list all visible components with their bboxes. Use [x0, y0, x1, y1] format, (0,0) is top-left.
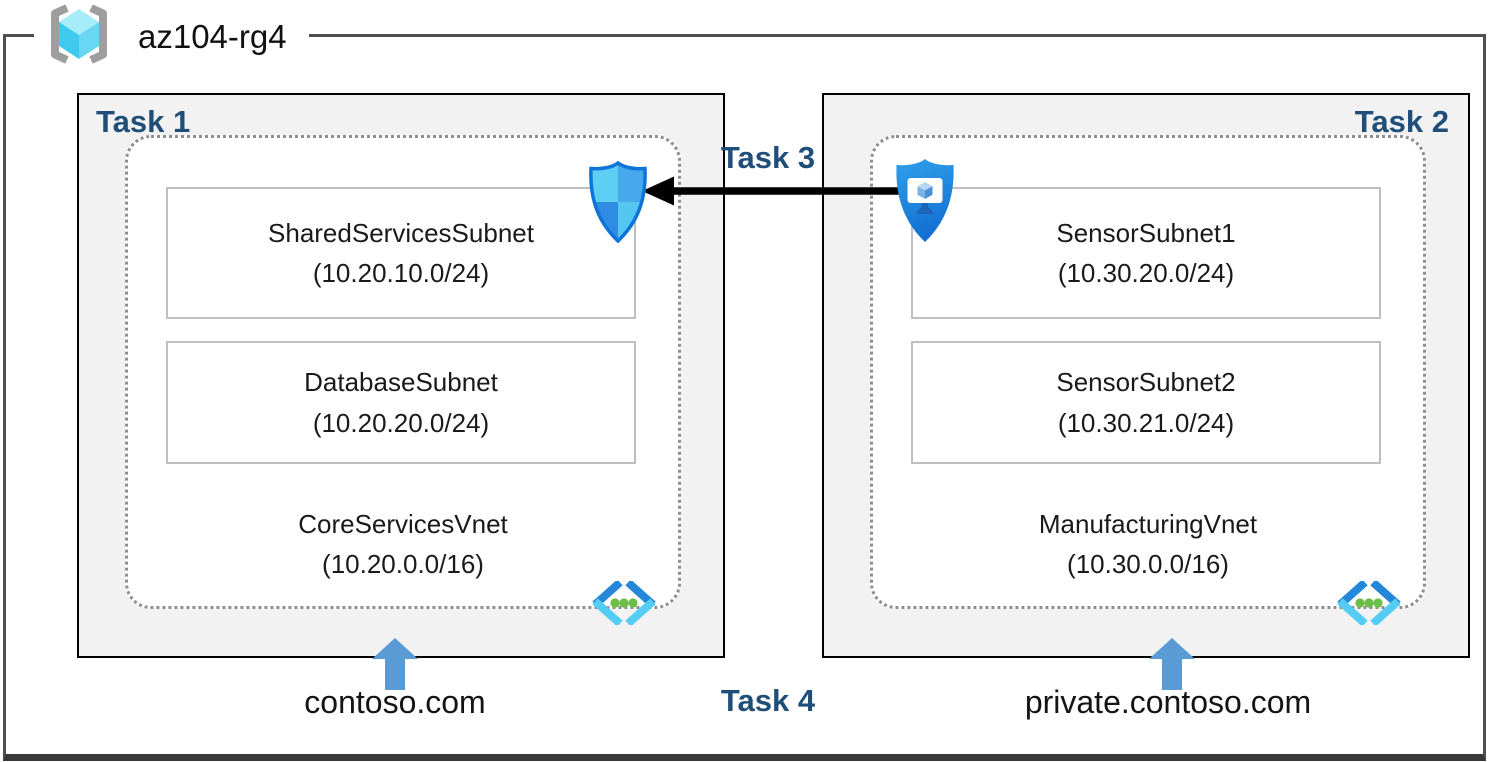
subnet-name: SensorSubnet1 — [1056, 217, 1236, 248]
resource-group-icon — [40, 2, 118, 71]
subnet-name: SensorSubnet2 — [1056, 367, 1236, 398]
vnet-cidr: (10.20.0.0/16) — [322, 549, 484, 580]
up-arrow-icon — [372, 638, 418, 695]
task3-label: Task 3 — [720, 140, 816, 175]
subnet-cidr: (10.30.20.0/24) — [1057, 258, 1235, 288]
resource-group-name: az104-rg4 — [138, 17, 287, 55]
private-dns-zone-label: private.contoso.com — [1024, 684, 1312, 720]
manufacturing-vnet-boundary: SensorSubnet1 (10.30.20.0/24) SensorSubn… — [870, 135, 1426, 609]
vnet-name: ManufacturingVnet — [1038, 509, 1258, 539]
vnet-name: CoreServicesVnet — [298, 509, 508, 539]
core-services-vnet-boundary: SharedServicesSubnet (10.20.10.0/24) Dat… — [125, 135, 681, 609]
core-services-vnet-label: CoreServicesVnet (10.20.0.0/16) — [128, 504, 678, 585]
subnet-name: SharedServicesSubnet — [268, 217, 534, 248]
shared-services-subnet-box: SharedServicesSubnet (10.20.10.0/24) — [166, 187, 636, 319]
task1-box: Task 1 SharedServicesSubnet (10.20.10.0/… — [77, 93, 725, 658]
up-arrow-icon — [1149, 638, 1195, 695]
sensor-subnet1-box: SensorSubnet1 (10.30.20.0/24) — [911, 187, 1381, 319]
left-arrow-icon — [638, 164, 938, 223]
subnet-cidr: (10.20.20.0/24) — [312, 407, 490, 438]
subnet-cidr: (10.20.10.0/24) — [312, 258, 490, 288]
virtual-network-icon — [1337, 579, 1401, 630]
sensor-subnet2-box: SensorSubnet2 (10.30.21.0/24) — [911, 341, 1381, 464]
task2-label: Task 2 — [1354, 104, 1449, 139]
virtual-network-icon — [592, 579, 656, 630]
task1-label: Task 1 — [96, 104, 191, 139]
vnet-cidr: (10.30.0.0/16) — [1067, 549, 1229, 580]
dns-zone-label: contoso.com — [304, 684, 486, 720]
task4-label: Task 4 — [720, 683, 816, 718]
bastion-shield-monitor-icon — [891, 155, 959, 256]
task2-box: Task 2 SensorSubnet1 (10.30.20.0/24) Sen… — [822, 93, 1470, 658]
subnet-cidr: (10.30.21.0/24) — [1057, 407, 1235, 438]
subnet-name: DatabaseSubnet — [304, 367, 498, 398]
database-subnet-box: DatabaseSubnet (10.20.20.0/24) — [166, 341, 636, 464]
resource-group-legend: az104-rg4 — [34, 2, 309, 73]
network-security-group-shield-icon — [585, 158, 651, 253]
resource-group-frame — [3, 34, 1486, 761]
manufacturing-vnet-label: ManufacturingVnet (10.30.0.0/16) — [873, 504, 1423, 585]
